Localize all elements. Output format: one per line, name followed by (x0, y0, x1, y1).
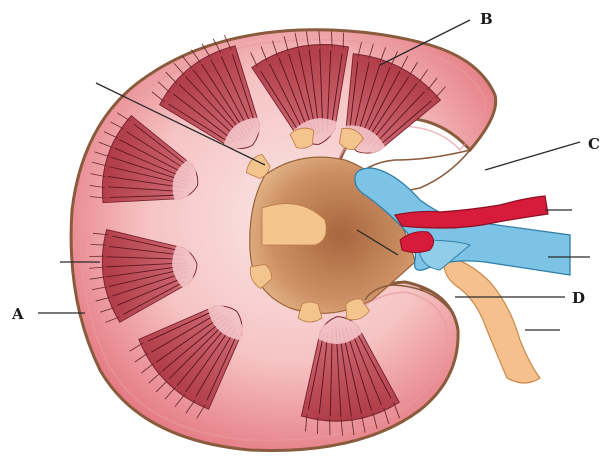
label-c: C (588, 135, 600, 153)
leader-line-c (485, 142, 580, 170)
ureter (444, 255, 540, 383)
label-d: D (572, 289, 585, 307)
label-b: B (480, 10, 493, 28)
label-a: A (11, 305, 24, 323)
